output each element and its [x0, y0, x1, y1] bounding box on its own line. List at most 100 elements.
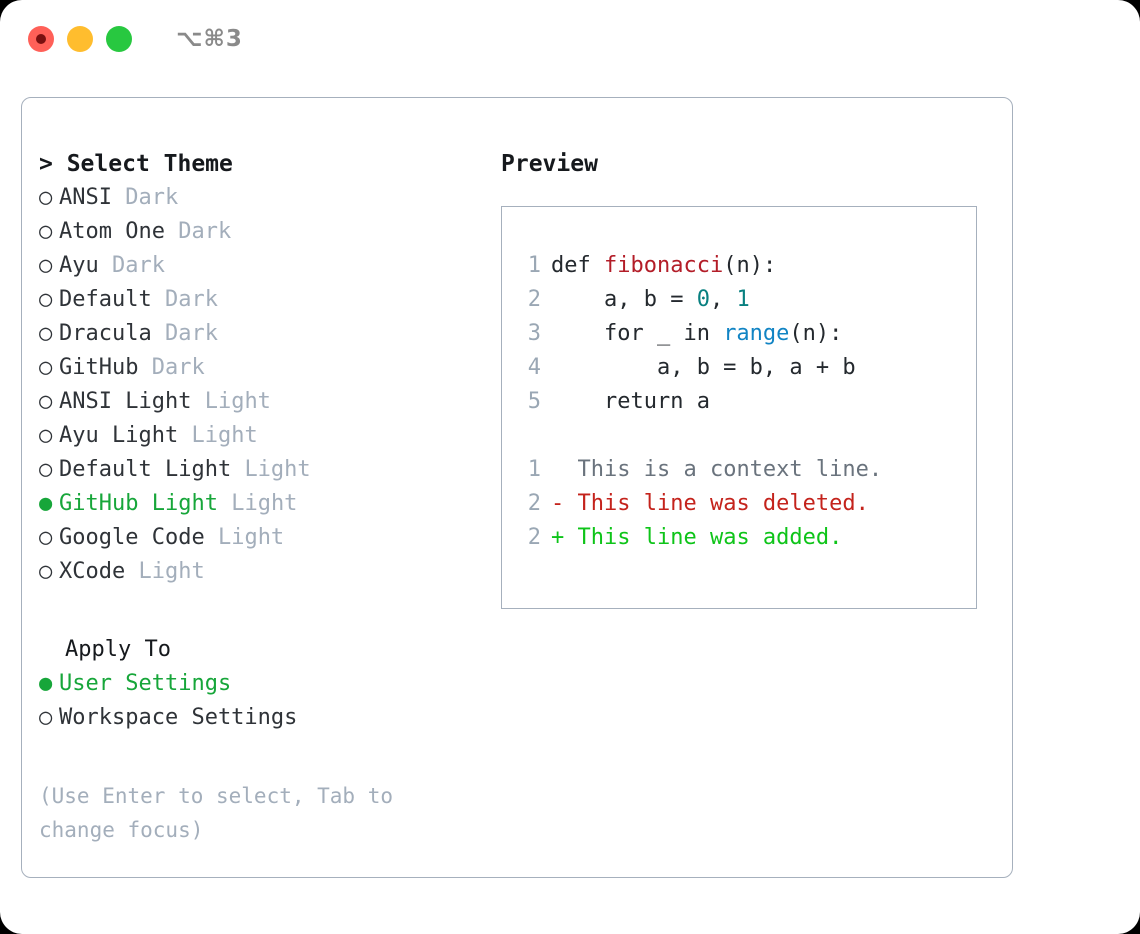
diff-text: This line was deleted. [577, 491, 869, 516]
close-button[interactable] [28, 26, 54, 52]
theme-list-item[interactable]: ○ANSI Dark [39, 181, 479, 215]
diff-sample: 1 This is a context line. 2- This line w… [515, 453, 970, 555]
theme-variant-tag [191, 389, 204, 414]
apply-to-option-user-settings[interactable]: ●User Settings [39, 667, 479, 701]
code-token-number: 1 [736, 287, 750, 312]
line-number: 4 [527, 355, 541, 380]
diff-marker: - [551, 491, 578, 516]
maximize-button[interactable] [106, 26, 132, 52]
theme-name: GitHub Light [59, 491, 218, 516]
code-line: 4 a, b = b, a + b [515, 351, 970, 385]
theme-variant-label: Light [191, 423, 258, 448]
theme-name: Default [59, 287, 152, 312]
radio-icon: ○ [39, 457, 53, 482]
theme-name: Dracula [59, 321, 152, 346]
radio-icon: ○ [39, 253, 53, 278]
radio-icon: ○ [39, 185, 53, 210]
diff-text: This is a context line. [577, 457, 883, 482]
line-number: 2 [527, 491, 541, 516]
theme-name: Default Light [59, 457, 232, 482]
theme-name: Ayu Light [59, 423, 179, 448]
code-token: def [551, 253, 604, 278]
apply-to-option-workspace-settings[interactable]: ○Workspace Settings [39, 701, 479, 735]
theme-list-item[interactable]: ○Ayu Dark [39, 249, 479, 283]
select-theme-heading-label: Select Theme [66, 151, 233, 177]
theme-list-item[interactable]: ○Default Light Light [39, 453, 479, 487]
code-token-call: range [723, 321, 790, 346]
theme-variant-label: Light [204, 389, 271, 414]
theme-list-item[interactable]: ○XCode Light [39, 555, 479, 589]
diff-line-deleted: 2- This line was deleted. [515, 487, 970, 521]
radio-icon: ○ [39, 219, 53, 244]
theme-variant-label: Light [231, 491, 298, 516]
theme-list-item[interactable]: ○Ayu Light Light [39, 419, 479, 453]
apply-to-options: ●User Settings ○Workspace Settings [39, 667, 479, 735]
theme-variant-tag [99, 253, 112, 278]
theme-variant-label: Dark [151, 355, 205, 380]
theme-name: ANSI Light [59, 389, 192, 414]
theme-variant-tag [152, 287, 165, 312]
theme-variant-label: Dark [125, 185, 179, 210]
theme-name: GitHub [59, 355, 139, 380]
theme-name: Atom One [59, 219, 165, 244]
theme-variant-label: Light [138, 559, 205, 584]
theme-list-item[interactable]: ○Default Dark [39, 283, 479, 317]
radio-icon: ○ [39, 287, 53, 312]
theme-list-item[interactable]: ○GitHub Dark [39, 351, 479, 385]
line-number: 2 [527, 287, 541, 312]
radio-icon: ○ [39, 389, 53, 414]
radio-icon: ○ [39, 705, 53, 730]
theme-variant-tag [125, 559, 138, 584]
code-token: (n): [723, 253, 777, 278]
code-token: (n): [789, 321, 843, 346]
theme-variant-tag [138, 355, 151, 380]
theme-picker-column: > Select Theme ○ANSI Dark ○Atom One Dark… [39, 147, 479, 847]
window-controls [28, 26, 132, 52]
preview-heading: Preview [501, 151, 598, 177]
theme-variant-tag [231, 457, 244, 482]
theme-list-item[interactable]: ○Google Code Light [39, 521, 479, 555]
diff-marker [551, 457, 578, 482]
line-number: 1 [527, 253, 541, 278]
theme-variant-tag [112, 185, 125, 210]
theme-list: ○ANSI Dark ○Atom One Dark ○Ayu Dark ○Def… [39, 181, 479, 589]
line-number: 2 [527, 525, 541, 550]
theme-variant-tag [205, 525, 218, 550]
code-token: for _ in [551, 321, 724, 346]
radio-icon-selected: ● [39, 671, 53, 696]
apply-to-option-label: Workspace Settings [59, 705, 298, 730]
theme-variant-label: Light [244, 457, 311, 482]
code-token: a, b = b, a + b [551, 355, 856, 380]
keyboard-shortcut-label: ⌥⌘3 [176, 26, 243, 52]
code-line: 3 for _ in range(n): [515, 317, 970, 351]
line-number: 1 [527, 457, 541, 482]
radio-icon: ○ [39, 355, 53, 380]
keyboard-hint-text: (Use Enter to select, Tab to change focu… [39, 784, 394, 842]
theme-list-item-selected[interactable]: ●GitHub Light Light [39, 487, 479, 521]
theme-name: Google Code [59, 525, 205, 550]
apply-to-option-label: User Settings [59, 671, 232, 696]
theme-name: Ayu [59, 253, 99, 278]
radio-icon: ○ [39, 525, 53, 550]
theme-list-item[interactable]: ○ANSI Light Light [39, 385, 479, 419]
minimize-button[interactable] [67, 26, 93, 52]
title-bar: ⌥⌘3 [0, 0, 1140, 78]
theme-variant-tag [152, 321, 165, 346]
radio-icon: ○ [39, 423, 53, 448]
diff-line-added: 2+ This line was added. [515, 521, 970, 555]
theme-variant-label: Dark [112, 253, 165, 278]
theme-variant-label: Dark [178, 219, 232, 244]
code-token: return a [551, 389, 710, 414]
theme-variant-label: Dark [164, 287, 218, 312]
theme-list-item[interactable]: ○Atom One Dark [39, 215, 479, 249]
record-dot-icon [36, 34, 46, 44]
diff-marker: + [551, 525, 578, 550]
theme-list-item[interactable]: ○Dracula Dark [39, 317, 479, 351]
code-token: a, b = [551, 287, 697, 312]
theme-variant-tag [178, 423, 191, 448]
prompt-caret-icon: > [39, 151, 67, 177]
